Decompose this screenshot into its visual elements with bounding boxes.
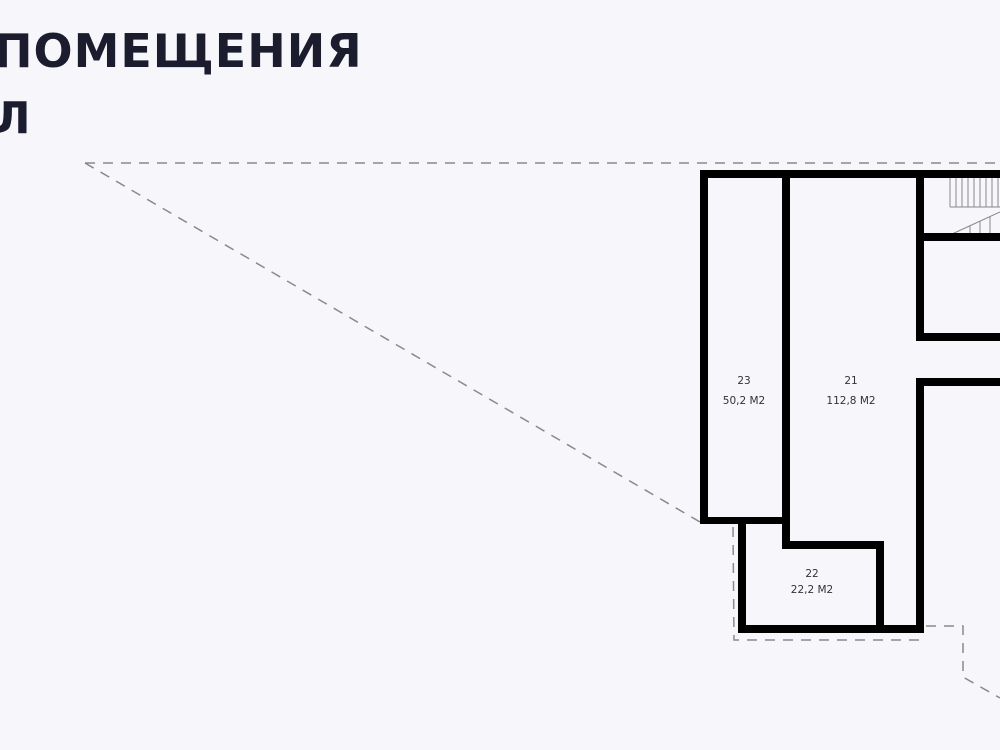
dashed-line-right xyxy=(926,625,1000,699)
dashed-line-bottom xyxy=(732,526,926,641)
wall xyxy=(782,541,884,549)
room-area: 112,8 М2 xyxy=(826,395,875,407)
page-title-line2: Л xyxy=(0,93,32,144)
room-area: 50,2 М2 xyxy=(723,395,765,407)
dashed-line-diagonal xyxy=(84,162,701,523)
room-number: 23 xyxy=(737,375,750,387)
wall xyxy=(782,170,790,549)
room-number: 21 xyxy=(844,375,857,387)
wall xyxy=(876,541,884,633)
wall xyxy=(916,378,924,633)
room-number: 22 xyxy=(805,568,818,580)
page-title: ПОМЕЩЕНИЯ xyxy=(0,24,363,78)
wall xyxy=(916,233,1000,241)
wall xyxy=(700,170,1000,178)
room-21[interactable]: 21 112,8 М2 xyxy=(826,375,875,407)
wall xyxy=(738,625,924,633)
stair-ramp xyxy=(951,211,1000,235)
walls xyxy=(700,170,1000,633)
room-area: 22,2 М2 xyxy=(791,584,833,596)
stair-steps-lower xyxy=(969,217,991,234)
wall xyxy=(738,517,746,633)
dashed-outline xyxy=(84,162,1000,699)
room-22[interactable]: 22 22,2 М2 xyxy=(791,568,833,596)
wall xyxy=(916,378,1000,386)
room-23[interactable]: 23 50,2 М2 xyxy=(723,375,765,407)
stairs xyxy=(949,178,1000,235)
stair-steps xyxy=(949,178,999,207)
wall xyxy=(700,170,708,524)
wall xyxy=(916,333,1000,341)
wall xyxy=(916,170,924,341)
